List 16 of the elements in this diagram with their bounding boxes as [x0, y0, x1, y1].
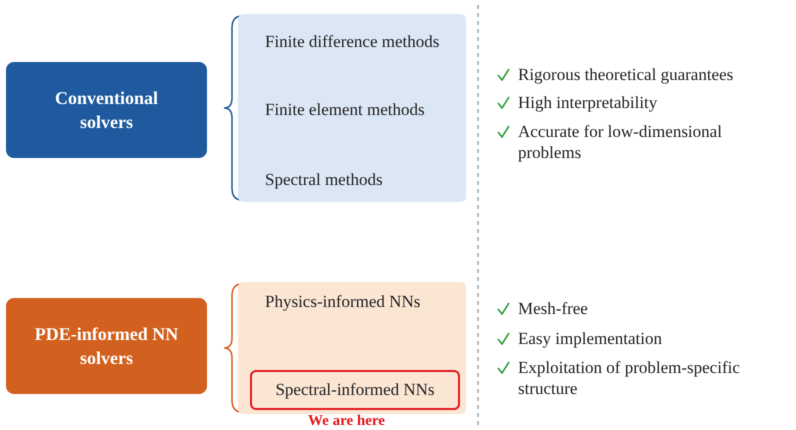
note-text: We are here [308, 413, 385, 430]
category-box: Conventional solvers [6, 62, 207, 158]
advantage-text: Accurate for low-dimensional problems [518, 121, 723, 163]
method-text: Finite element methods [265, 100, 425, 120]
advantage-text: Rigorous theoretical guarantees [518, 64, 734, 85]
advantage-text: Easy implementation [518, 328, 663, 349]
highlighted-method-box: Spectral-informed NNs [250, 370, 460, 410]
method-text: Spectral methods [265, 170, 383, 190]
advantage-text: High interpretability [518, 92, 658, 113]
category-box: PDE-informed NN solvers [6, 298, 207, 394]
method-panel [238, 14, 466, 202]
method-text: Finite difference methods [265, 32, 440, 52]
advantage-text: Mesh-free [518, 298, 589, 319]
advantage-text: Exploitation of problem-specific structure [518, 357, 741, 399]
method-text: Physics-informed NNs [265, 292, 420, 312]
method-panel [238, 282, 466, 414]
